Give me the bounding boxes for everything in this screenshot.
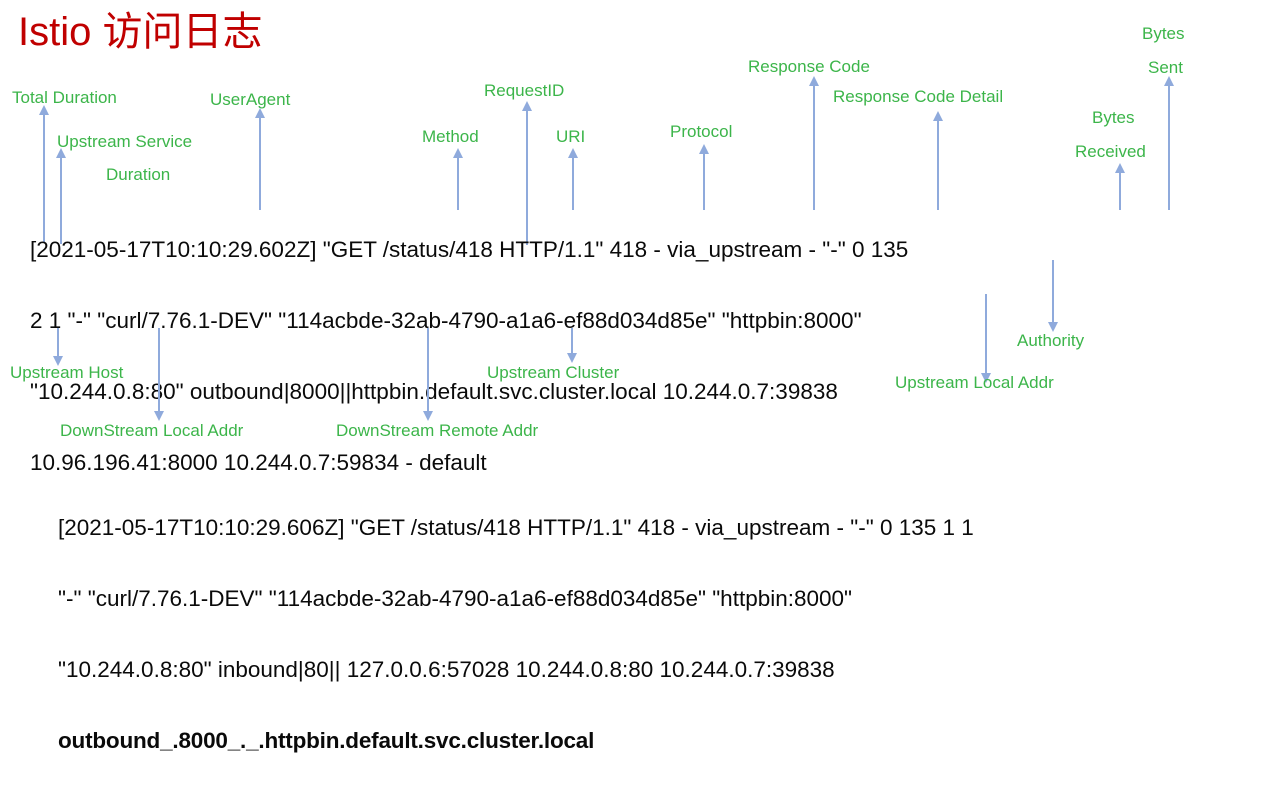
page-title: Istio 访问日志 — [18, 10, 263, 54]
label-authority: Authority — [1017, 331, 1085, 350]
label-bytes-sent-line1: Bytes — [1142, 24, 1185, 43]
outbound-access-log: [2021-05-17T10:10:29.602Z] "GET /status/… — [30, 196, 908, 516]
label-total-duration: Total Duration — [12, 88, 117, 107]
label-bytes-received-line2: Received — [1075, 142, 1146, 161]
arrow-request-id — [521, 101, 533, 245]
arrow-downstream-local-addr — [153, 328, 165, 421]
label-downstream-local-addr: DownStream Local Addr — [60, 421, 244, 440]
log-line: "10.244.0.8:80" inbound|80|| 127.0.0.6:5… — [58, 657, 835, 682]
inbound-access-log: [2021-05-17T10:10:29.606Z] "GET /status/… — [58, 474, 974, 794]
label-response-code-detail: Response Code Detail — [833, 87, 1004, 106]
arrow-upstream-local-addr — [980, 294, 992, 383]
label-upstream-service-duration: Duration — [106, 165, 171, 184]
label-request-id: RequestID — [484, 81, 565, 100]
label-method: Method — [422, 127, 479, 146]
arrow-user-agent — [254, 108, 266, 210]
arrow-total-duration — [38, 105, 50, 243]
log-line: 2 1 "-" "curl/7.76.1-DEV" "114acbde-32ab… — [30, 308, 862, 333]
arrow-protocol — [698, 144, 710, 210]
label-uri: URI — [556, 127, 586, 146]
label-protocol: Protocol — [670, 122, 733, 141]
log-line: "10.244.0.8:80" outbound|8000||httpbin.d… — [30, 379, 838, 404]
log-line: "-" "curl/7.76.1-DEV" "114acbde-32ab-479… — [58, 586, 853, 611]
arrow-bytes-received — [1114, 163, 1126, 210]
log-line: 10.96.196.41:8000 10.244.0.7:59834 - def… — [30, 450, 487, 475]
log-line-bold: outbound_.8000_._.httpbin.default.svc.cl… — [58, 728, 595, 753]
label-response-code: Response Code — [748, 57, 870, 76]
arrow-uri — [567, 148, 579, 210]
arrow-upstream-host — [52, 328, 64, 366]
label-bytes-sent-line2: Sent — [1148, 58, 1183, 77]
arrow-downstream-remote-addr — [422, 328, 434, 421]
arrow-method — [452, 148, 464, 210]
arrow-upstream-cluster — [566, 328, 578, 363]
label-upstream-local-addr: Upstream Local Addr — [895, 373, 1054, 392]
arrow-response-code-detail — [932, 111, 944, 210]
annotated-log-diagram: Istio 访问日志 Total Duration Upstream Servi… — [10, 10, 1185, 753]
label-upstream-host: Upstream Host — [10, 363, 124, 382]
arrow-bytes-sent — [1163, 76, 1175, 210]
label-bytes-received-line1: Bytes — [1092, 108, 1135, 127]
arrow-authority — [1047, 260, 1059, 332]
log-line: [2021-05-17T10:10:29.602Z] "GET /status/… — [30, 237, 909, 262]
arrow-response-code — [808, 76, 820, 210]
label-user-agent: UserAgent — [210, 90, 291, 109]
label-upstream-service: Upstream Service — [57, 132, 193, 151]
arrow-upstream-service-duration — [55, 148, 67, 244]
label-upstream-cluster: Upstream Cluster — [487, 363, 620, 382]
log-line: [2021-05-17T10:10:29.606Z] "GET /status/… — [58, 515, 974, 540]
label-downstream-remote-addr: DownStream Remote Addr — [336, 421, 539, 440]
